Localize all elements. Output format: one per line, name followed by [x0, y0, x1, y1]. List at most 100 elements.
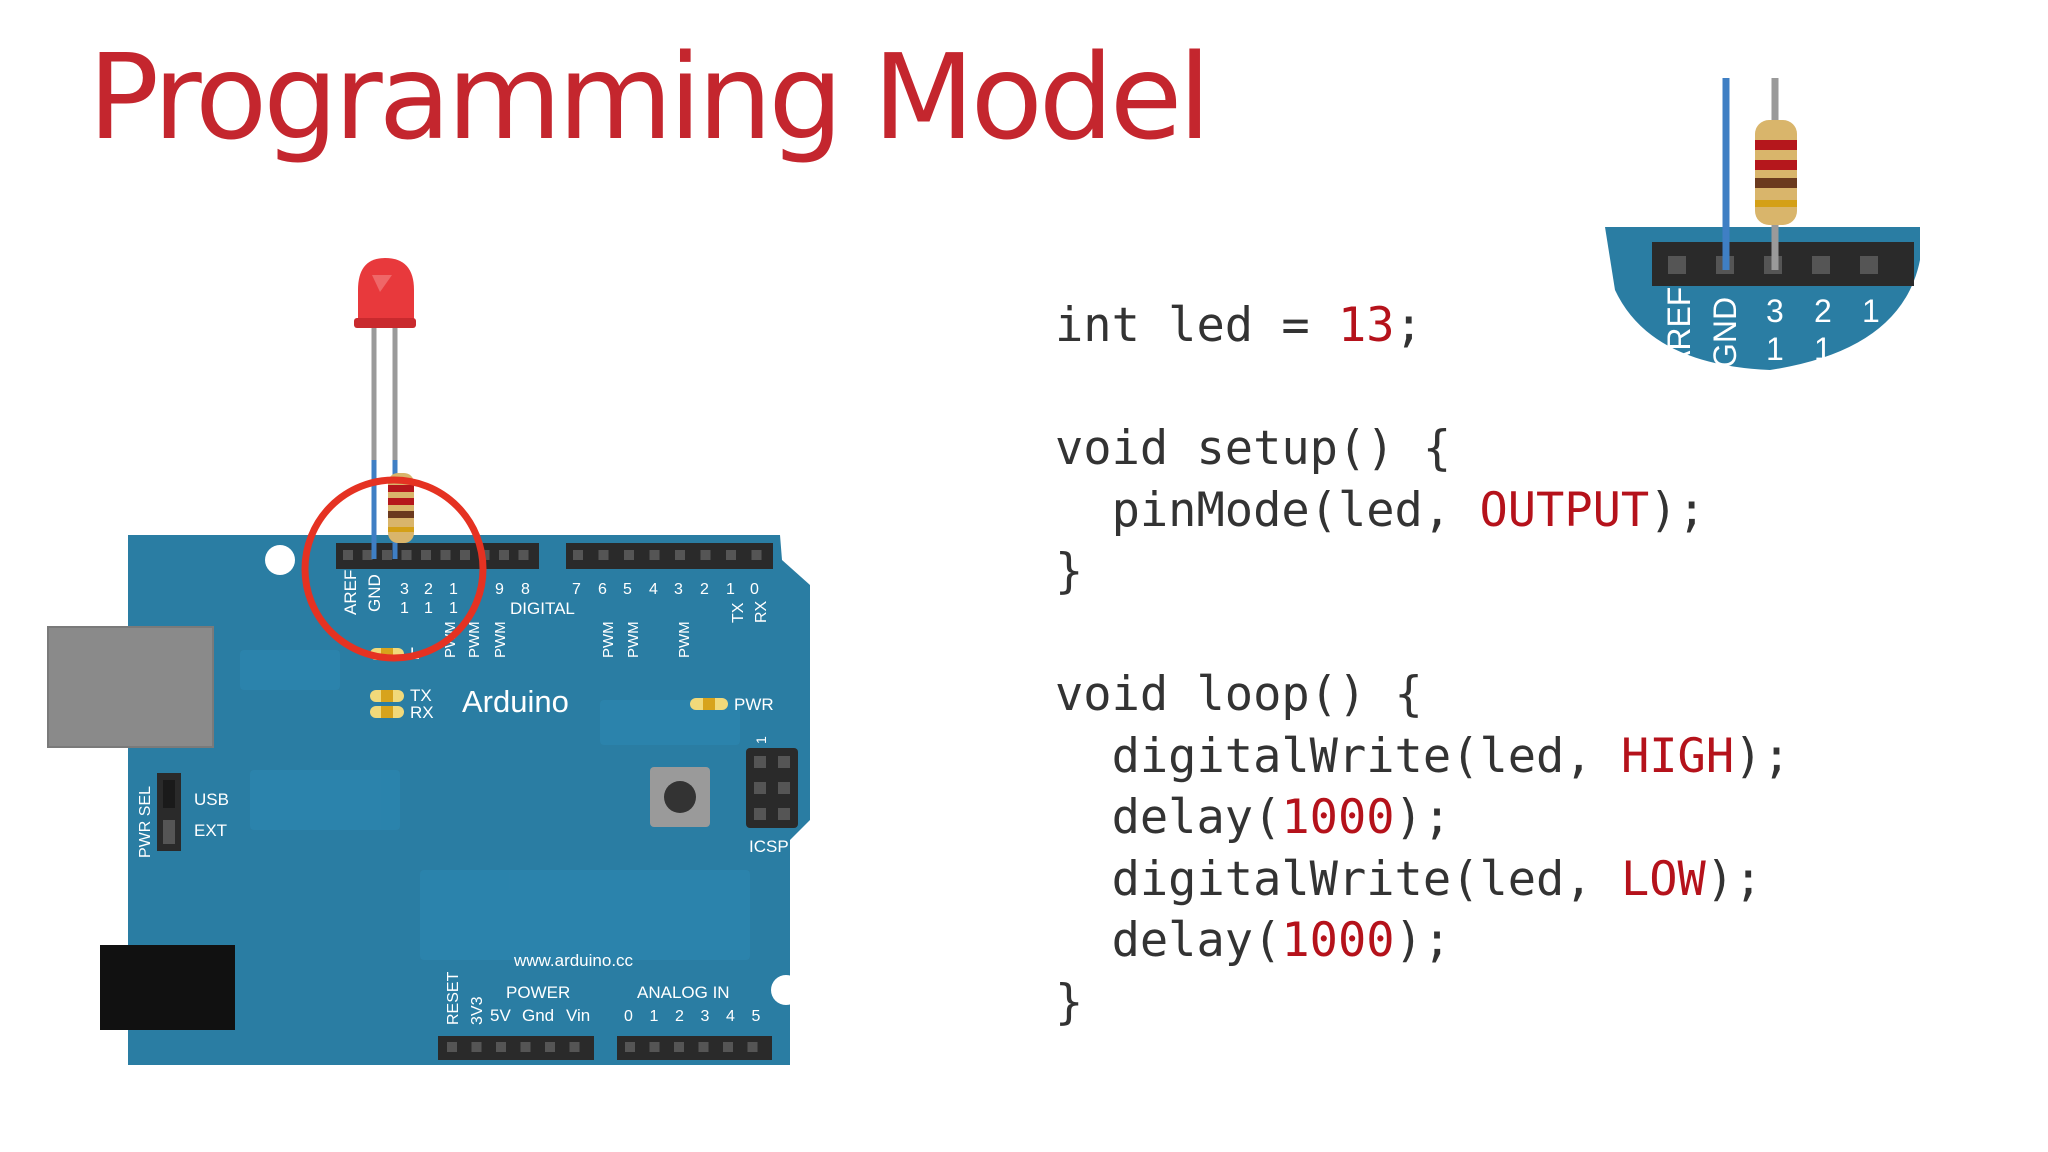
board-brand: Arduino [462, 684, 569, 719]
digital-pin-number: 8 [521, 581, 530, 598]
zoom-pin-tens: 3 [1766, 293, 1784, 329]
digital-pin-number: 5 [623, 581, 632, 598]
code-line: } [1055, 541, 1791, 603]
code-line: int led = 13; [1055, 295, 1791, 357]
icsp-header [746, 748, 798, 828]
power-header [438, 1036, 594, 1060]
code-text: ); [1734, 728, 1791, 784]
code-line [1055, 603, 1791, 665]
analog-pin-number: 4 [726, 1008, 735, 1025]
gnd-pin-highlight-circle [301, 476, 487, 662]
digital-pin-units: 1 [400, 600, 409, 617]
code-text: pinMode(led, [1055, 482, 1480, 538]
code-line: } [1055, 972, 1791, 1034]
code-line [1055, 357, 1791, 419]
code-text: ; [1394, 298, 1423, 353]
icsp-label: ICSP [749, 837, 789, 856]
digital-pin-tens: 1 [449, 581, 458, 598]
pwm-label: PWM [600, 621, 617, 658]
tx-label: TX [410, 686, 432, 705]
zoom-pin-tens: 1 [1862, 293, 1880, 329]
usb-label: USB [194, 790, 229, 809]
gnd-label: Gnd [522, 1006, 554, 1025]
red-led [354, 258, 416, 460]
digital-pin-number: 3 [674, 581, 683, 598]
zoom-resistor [1755, 120, 1797, 225]
code-line: void loop() { [1055, 664, 1791, 726]
zoom-pin-units: 1 [1862, 331, 1880, 367]
code-line: delay(1000); [1055, 910, 1791, 972]
code-text: } [1055, 974, 1084, 1030]
code-text: digitalWrite(led, [1055, 728, 1621, 784]
power-label: POWER [506, 983, 570, 1002]
code-line: digitalWrite(led, LOW); [1055, 849, 1791, 911]
rx-label: RX [410, 703, 434, 722]
code-line: delay(1000); [1055, 787, 1791, 849]
digital-pin-tens: 2 [424, 581, 433, 598]
mounting-hole [771, 975, 801, 1005]
board-traces [240, 650, 750, 960]
code-value: HIGH [1620, 728, 1735, 784]
mounting-hole [265, 545, 295, 575]
code-value: LOW [1620, 851, 1706, 907]
zoom-pin-units: 1 [1766, 331, 1784, 367]
power-jack [100, 945, 235, 1030]
code-text: ); [1649, 482, 1706, 538]
pwm-label: PWM [492, 621, 509, 658]
digital-pin-number: 1 [726, 581, 735, 598]
code-text: delay( [1055, 790, 1282, 845]
website-label: www.arduino.cc [513, 951, 634, 970]
usb-connector [48, 627, 213, 747]
code-line: digitalWrite(led, HIGH); [1055, 726, 1791, 788]
digital-header-low [566, 543, 773, 569]
code-value: 13 [1337, 298, 1395, 353]
pwm-label: PWM [625, 621, 642, 658]
onboard-leds [370, 648, 728, 718]
code-value: 1000 [1281, 913, 1395, 968]
code-text: ); [1705, 851, 1763, 907]
zoom-gnd-label: GND [1707, 297, 1743, 368]
digital-label: DIGITAL [510, 599, 575, 618]
arduino-board-illustration: Arduino www.arduino.cc ICSP 1 PWR USB EX… [47, 258, 810, 1065]
zoom-aref-label: AREF [1661, 287, 1697, 372]
digital-pin-tens: 3 [400, 581, 409, 598]
analog-pin-number: 2 [675, 1008, 684, 1025]
rx-pin-label: RX [753, 600, 770, 623]
analog-pin-number: 5 [752, 1008, 761, 1025]
code-line: void setup() { [1055, 418, 1791, 480]
pwm-label: PWM [466, 621, 483, 658]
analog-pin-number: 1 [650, 1008, 659, 1025]
code-text: void setup() { [1055, 421, 1452, 476]
icsp-pin1-label: 1 [753, 736, 769, 744]
gnd-top-label: GND [365, 574, 384, 612]
analog-header [617, 1036, 772, 1060]
code-value: 1000 [1281, 790, 1395, 845]
v5-label: 5V [490, 1006, 511, 1025]
zoom-pin-units: 1 [1814, 331, 1832, 367]
digital-pin-number: 0 [750, 581, 759, 598]
code-text: } [1055, 544, 1084, 599]
digital-pin-units: 1 [424, 600, 433, 617]
digital-pin-number: 7 [572, 581, 581, 598]
vin-label: Vin [566, 1006, 590, 1025]
resistor [388, 473, 414, 543]
code-text: ); [1394, 790, 1452, 845]
reset-label: RESET [445, 971, 462, 1025]
analog-pin-number: 0 [624, 1008, 633, 1025]
aref-label: AREF [341, 570, 360, 615]
analog-pin-number: 3 [701, 1008, 710, 1025]
code-text: ); [1394, 913, 1452, 968]
pwr-sel-label: PWR SEL [137, 786, 154, 858]
code-value: OUTPUT [1479, 482, 1650, 538]
digital-pin-number: 6 [598, 581, 607, 598]
code-line: pinMode(led, OUTPUT); [1055, 480, 1791, 542]
zoom-pin-tens: 2 [1814, 293, 1832, 329]
digital-pin-units: 1 [449, 600, 458, 617]
ext-label: EXT [194, 821, 227, 840]
digital-pin-number: 4 [649, 581, 658, 598]
digital-pin-number: 2 [700, 581, 709, 598]
analog-label: ANALOG IN [637, 983, 730, 1002]
tx-pin-label: TX [730, 602, 747, 623]
pwr-label: PWR [734, 695, 774, 714]
